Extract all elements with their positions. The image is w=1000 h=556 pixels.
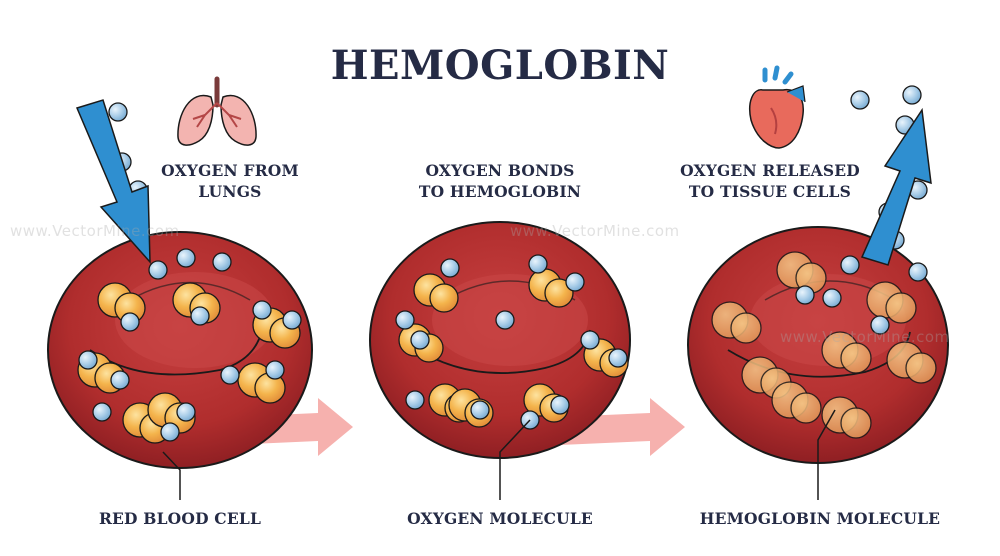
oxygen-molecule xyxy=(580,330,600,350)
flow-arrow-2 xyxy=(560,398,685,456)
oxygen-molecule xyxy=(470,400,490,420)
heart-icon xyxy=(749,65,806,149)
step-label-2: OXYGEN BONDS TO HEMOGLOBIN xyxy=(400,160,600,202)
step-label-3-line2: TO TISSUE CELLS xyxy=(688,182,852,201)
blue-arrow-out xyxy=(860,107,932,266)
hemoglobin-molecule xyxy=(885,292,917,324)
oxygen-molecule xyxy=(252,300,272,320)
hemoglobin-molecule xyxy=(429,283,459,313)
oxygen-molecule xyxy=(265,360,285,380)
oxygen-molecule xyxy=(92,402,112,422)
oxygen-molecule xyxy=(410,330,430,350)
step-label-1: OXYGEN FROM LUNGS xyxy=(140,160,320,202)
oxygen-molecule xyxy=(220,365,240,385)
oxygen-molecule xyxy=(110,370,130,390)
step-label-1-line2: LUNGS xyxy=(198,182,262,201)
hemoglobin-molecule xyxy=(544,278,574,308)
watermark-1: www.VectorMine.com xyxy=(10,222,180,240)
oxygen-molecule xyxy=(608,348,628,368)
step-label-1-line1: OXYGEN FROM xyxy=(161,161,299,180)
oxygen-molecule xyxy=(902,85,922,105)
watermark-3: www.VectorMine.com xyxy=(780,328,950,346)
oxygen-molecule xyxy=(495,310,515,330)
leader-line-cell xyxy=(162,451,181,500)
hemoglobin-molecule xyxy=(730,312,762,344)
oxygen-molecule xyxy=(440,258,460,278)
label-hemoglobin-molecule: HEMOGLOBIN MOLECULE xyxy=(699,509,941,528)
oxygen-molecule xyxy=(840,255,860,275)
page-title: HEMOGLOBIN xyxy=(330,42,670,89)
blue-arrow-in xyxy=(75,99,151,265)
oxygen-molecule xyxy=(795,285,815,305)
oxygen-molecule xyxy=(565,272,585,292)
step-label-3-line1: OXYGEN RELEASED xyxy=(680,161,860,180)
oxygen-molecule xyxy=(176,402,196,422)
hemoglobin-molecule xyxy=(840,342,872,374)
label-red-blood-cell: RED BLOOD CELL xyxy=(98,509,262,528)
step-label-2-line1: OXYGEN BONDS xyxy=(425,161,575,180)
hemoglobin-molecule xyxy=(840,407,872,439)
oxygen-molecule xyxy=(148,260,168,280)
oxygen-molecule xyxy=(550,395,570,415)
oxygen-molecule xyxy=(160,422,180,442)
step-label-2-line2: TO HEMOGLOBIN xyxy=(418,182,582,201)
oxygen-molecule xyxy=(120,312,140,332)
oxygen-molecule xyxy=(78,350,98,370)
label-oxygen-molecule: OXYGEN MOLECULE xyxy=(407,509,593,528)
oxygen-molecule xyxy=(850,90,870,110)
hemoglobin-molecule xyxy=(905,352,937,384)
hemoglobin-molecules xyxy=(77,251,937,444)
lungs-icon xyxy=(177,76,257,146)
oxygen-molecule xyxy=(822,288,842,308)
oxygen-molecule xyxy=(190,306,210,326)
oxygen-molecule xyxy=(528,254,548,274)
step-label-3: OXYGEN RELEASED TO TISSUE CELLS xyxy=(665,160,875,202)
oxygen-molecules xyxy=(78,85,928,442)
hemoglobin-molecule xyxy=(790,392,822,424)
leader-line-hemoglobin xyxy=(817,409,836,500)
oxygen-molecule xyxy=(282,310,302,330)
oxygen-molecule xyxy=(908,262,928,282)
oxygen-molecule xyxy=(870,315,890,335)
oxygen-molecule xyxy=(395,310,415,330)
oxygen-molecule xyxy=(108,102,128,122)
watermark-2: www.VectorMine.com xyxy=(510,222,680,240)
oxygen-molecule xyxy=(176,248,196,268)
oxygen-molecule xyxy=(405,390,425,410)
leader-line-oxygen xyxy=(499,419,531,500)
oxygen-molecule xyxy=(212,252,232,272)
